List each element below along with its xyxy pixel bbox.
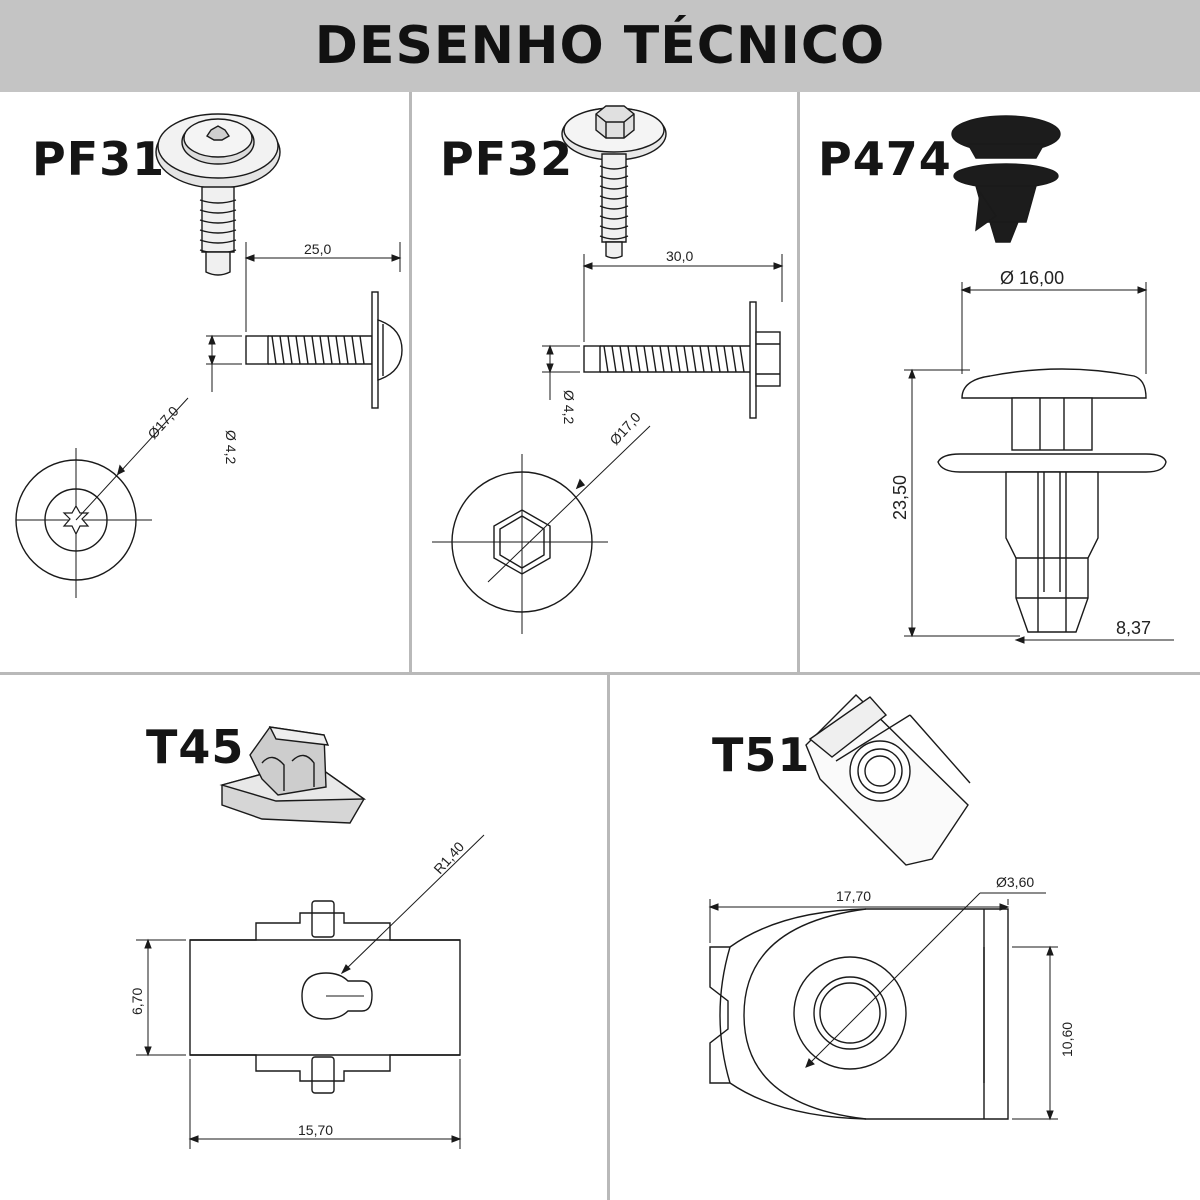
pf31-drawing: 25,0 Ø 4,2 Ø17,0 [15, 113, 403, 598]
part-code-pf32: PF32 [440, 132, 574, 186]
pf32-side-view [583, 301, 781, 419]
pf31-side-view [245, 291, 403, 409]
divider-vertical-3 [607, 675, 610, 1200]
divider-vertical-2 [797, 92, 800, 674]
part-code-t45: T45 [146, 720, 245, 774]
pf32-screw-render [561, 105, 667, 259]
p474-head-diameter-label: Ø 16,00 [1000, 268, 1064, 288]
part-code-p474: P474 [818, 132, 952, 186]
pf32-dimension-lines [542, 254, 784, 400]
p474-dimension-lines [904, 282, 1174, 644]
part-code-t51: T51 [712, 728, 811, 782]
page-title: DESENHO TÉCNICO [314, 16, 886, 76]
t45-drawing: R1,40 6,70 15,70 [129, 726, 485, 1149]
p474-height-label: 23,50 [890, 475, 910, 520]
t45-dimension-lines [136, 834, 485, 1149]
pf31-dimension-lines [206, 242, 402, 392]
t51-dimension-lines [708, 892, 1058, 1121]
header-banner: DESENHO TÉCNICO [0, 0, 1200, 92]
pf31-thread-diameter-label: Ø 4,2 [223, 430, 239, 464]
pf31-screw-render [155, 113, 281, 276]
pf31-front-view [15, 397, 189, 598]
pf32-thread-diameter-label: Ø 4,2 [561, 390, 577, 424]
t51-nut-render [805, 694, 971, 866]
pf31-length-label: 25,0 [304, 241, 331, 257]
p474-drawing: Ø 16,00 23,50 8,37 [890, 115, 1174, 644]
t51-top-view [709, 908, 1009, 1120]
p474-rivet-render [951, 115, 1061, 243]
t45-top-view [189, 900, 461, 1094]
t51-drawing: Ø3,60 17,70 10,60 [708, 694, 1075, 1121]
t45-height-label: 6,70 [129, 988, 145, 1015]
p474-side-view [937, 368, 1167, 633]
pf32-front-view [432, 425, 651, 634]
p474-stem-width-label: 8,37 [1116, 618, 1151, 638]
pf31-head-diameter-label: Ø17,0 [144, 403, 182, 442]
pf32-length-label: 30,0 [666, 248, 693, 264]
divider-vertical-1 [409, 92, 412, 674]
t45-radius-label: R1,40 [430, 838, 467, 877]
pf32-head-diameter-label: Ø17,0 [606, 409, 644, 448]
divider-horizontal [0, 672, 1200, 675]
t45-width-label: 15,70 [298, 1122, 333, 1138]
t51-height-label: 10,60 [1059, 1022, 1075, 1057]
t45-clip-render [219, 726, 367, 824]
part-code-pf31: PF31 [32, 132, 166, 186]
t51-width-label: 17,70 [836, 888, 871, 904]
t51-hole-diameter-label: Ø3,60 [996, 874, 1034, 890]
pf32-drawing: 30,0 Ø 4,2 Ø17,0 [432, 105, 784, 634]
